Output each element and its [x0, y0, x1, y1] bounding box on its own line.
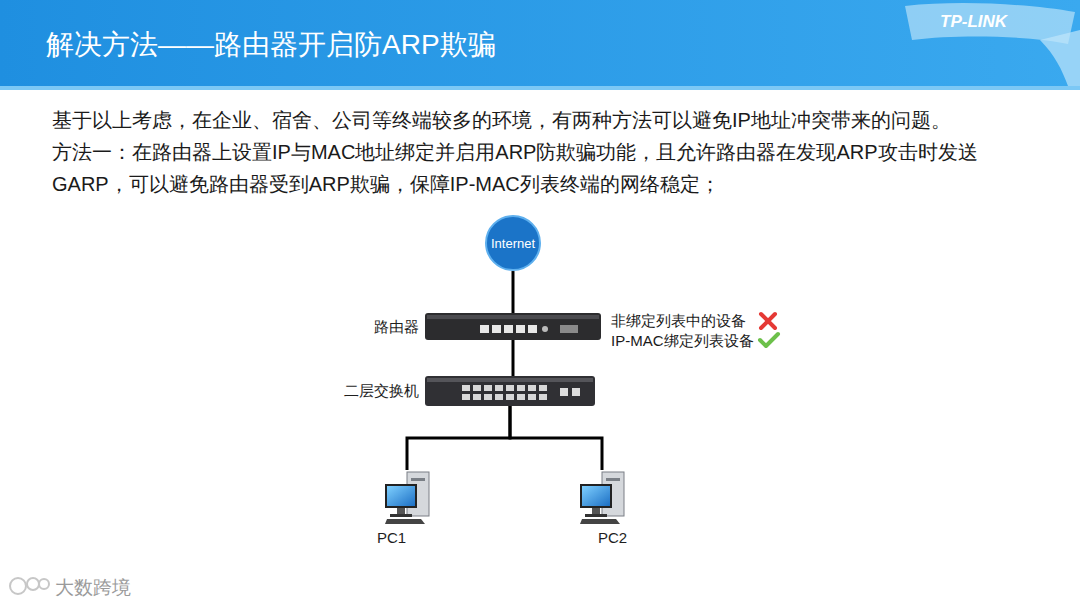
- internet-cloud: Internet: [485, 215, 541, 271]
- pc: PC1: [385, 470, 429, 524]
- switch: 二层交换机: [425, 376, 595, 406]
- pc-icon: [580, 472, 624, 524]
- legend-note: IP-MAC绑定列表设备: [611, 332, 754, 351]
- header-stripe: [0, 86, 1080, 90]
- check-mark: [760, 334, 778, 346]
- pc-icon: [385, 472, 429, 524]
- pc: PC2: [580, 470, 624, 524]
- network-link: [407, 406, 510, 470]
- network-link: [510, 406, 602, 470]
- node-label: PC2: [598, 529, 627, 546]
- slide-title: 解决方法——路由器开启防ARP欺骗: [46, 26, 496, 64]
- header-band: [0, 0, 1080, 90]
- node-label: 路由器: [374, 317, 419, 336]
- cross-mark: [761, 314, 775, 328]
- router: 路由器: [425, 313, 601, 340]
- legend-note: 非绑定列表中的设备: [611, 312, 746, 331]
- switch-icon: [425, 376, 595, 406]
- node-label: 二层交换机: [344, 382, 419, 401]
- node-label: Internet: [491, 236, 535, 251]
- watermark-icon: [10, 578, 49, 594]
- body-text: 方法一：在路由器上设置IP与MAC地址绑定并启用ARP防欺骗功能，且允许路由器在…: [52, 136, 1042, 200]
- router-icon: [425, 313, 601, 340]
- logo-ribbon: [1040, 30, 1080, 86]
- network-link: [512, 271, 515, 313]
- watermark: 大数跨境: [55, 575, 131, 601]
- network-link: [512, 340, 515, 376]
- body-text: 基于以上考虑，在企业、宿舍、公司等终端较多的环境，有两种方法可以避免IP地址冲突…: [52, 104, 1072, 136]
- brand-logo: TP-LINK: [940, 12, 1007, 32]
- node-label: PC1: [377, 529, 406, 546]
